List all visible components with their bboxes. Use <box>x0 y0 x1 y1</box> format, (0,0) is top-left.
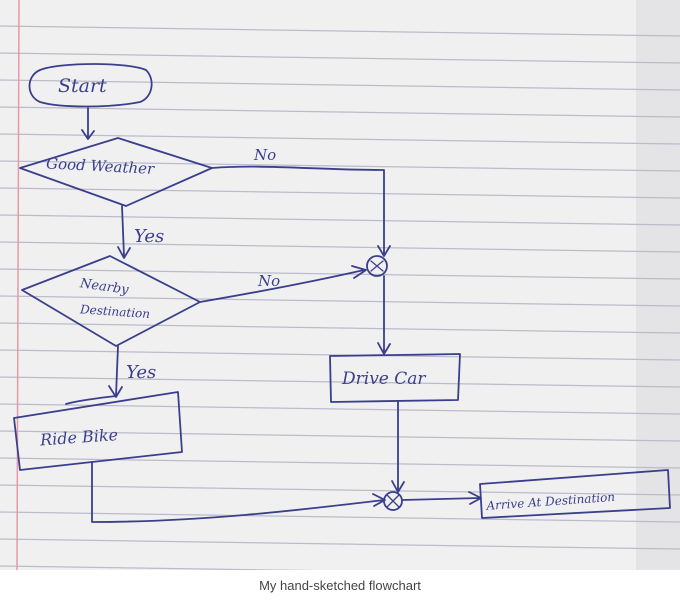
arrow-weather-to-nearby <box>117 205 131 259</box>
line-nearby-no <box>199 265 367 303</box>
start-oval <box>28 63 153 108</box>
no-label-weather: No <box>253 146 276 164</box>
nearby-label-line2: Destination <box>79 302 151 321</box>
nearby-label-line1: Nearby <box>78 276 130 298</box>
merge-circle-bottom <box>383 491 403 511</box>
ink-strokes <box>13 63 671 523</box>
line-weather-no <box>211 165 391 257</box>
yes-label-weather: Yes <box>134 226 164 247</box>
arrive-box <box>479 469 671 519</box>
paper-edge-shadow <box>636 0 680 570</box>
arrow-merge-to-car <box>377 275 391 355</box>
paper <box>0 0 680 570</box>
arrow-nearby-to-bike <box>65 345 123 405</box>
ride-bike-box <box>13 391 183 471</box>
good-weather-label: Good Weather <box>46 154 156 178</box>
drive-car-box <box>329 353 461 403</box>
merge-circle-top <box>366 255 388 277</box>
ruled-lines <box>0 25 680 570</box>
yes-label-nearby: Yes <box>126 362 156 383</box>
no-label-nearby: No <box>257 272 280 290</box>
arrow-car-to-merge <box>391 401 405 493</box>
drive-car-label: Drive Car <box>341 369 426 389</box>
flowchart-sketch: Start Good Weather No Yes Nearby Destina… <box>0 0 680 570</box>
notebook-photo: Start Good Weather No Yes Nearby Destina… <box>0 0 680 570</box>
good-weather-diamond <box>19 137 213 207</box>
margin-line <box>16 0 20 570</box>
start-label: Start <box>58 75 107 97</box>
arrow-start-to-weather <box>81 107 95 140</box>
image-caption: My hand-sketched flowchart <box>259 578 421 593</box>
nearby-diamond <box>21 255 201 347</box>
line-bike-to-merge <box>91 461 386 523</box>
